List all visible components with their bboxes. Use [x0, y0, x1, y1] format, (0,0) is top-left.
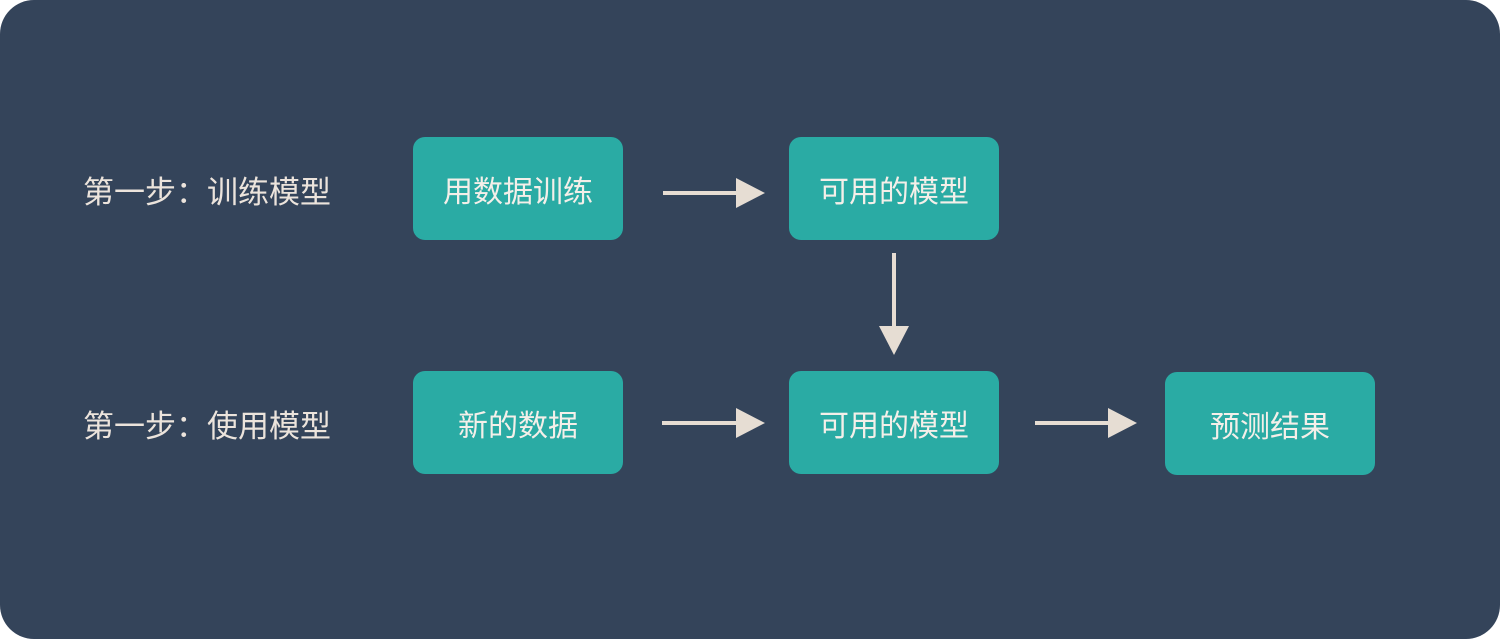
arrow-train-to-model: [663, 178, 765, 208]
node-prediction-result: 预测结果: [1165, 372, 1375, 475]
row-label-train: 第一步：训练模型: [83, 175, 331, 211]
row-label-use: 第一步：使用模型: [83, 409, 331, 445]
node-new-data: 新的数据: [413, 371, 623, 474]
arrow-model-to-prediction: [1035, 408, 1137, 438]
node-usable-model: 可用的模型: [789, 371, 999, 474]
arrow-new-data-to-model: [662, 408, 765, 438]
node-trained-model: 可用的模型: [789, 137, 999, 240]
arrow-model-down: [879, 253, 909, 355]
node-train-with-data: 用数据训练: [413, 137, 623, 240]
